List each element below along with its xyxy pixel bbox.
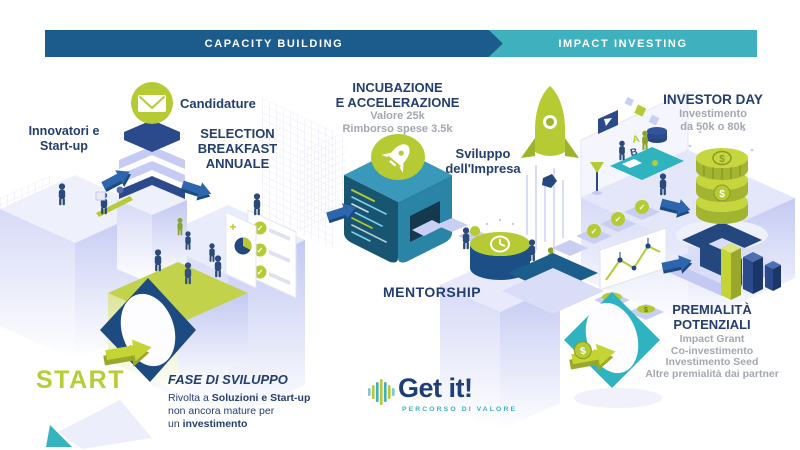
clock-icon [490, 235, 510, 253]
svg-text:B: B [629, 147, 638, 159]
incubation-machine [344, 134, 452, 263]
getit-logo: Get it! [368, 374, 473, 406]
milestone-tiles: ✓ ✓ ✓ [552, 200, 660, 256]
mentorship-label: MENTORSHIP [383, 284, 482, 300]
svg-text:$: $ [644, 307, 648, 314]
premialita-flag: $ [564, 292, 662, 408]
svg-text:$: $ [579, 346, 587, 358]
incubazione-title: INCUBAZIONE E ACCELERAZIONE [335, 80, 460, 110]
svg-text:+: + [229, 220, 236, 234]
svg-text:✓: ✓ [257, 224, 264, 233]
svg-text:$: $ [719, 189, 725, 200]
impact-investing-label: IMPACT INVESTING [558, 37, 688, 50]
svg-text:✓: ✓ [639, 203, 646, 212]
fase-line3-prefix: un [168, 418, 183, 430]
svg-text:✓: ✓ [257, 268, 264, 277]
start-label: START [36, 366, 125, 394]
fase-line2: non ancora mature per [168, 405, 275, 417]
logo-wordmark: Get it! [398, 373, 473, 403]
fase-sviluppo-paragraph: Rivolta a Soluzioni e Start-up non ancor… [168, 392, 328, 431]
logo-tagline: PERCORSO DI VALORE [402, 406, 518, 413]
start-flag [46, 278, 196, 449]
rocket-launch [502, 86, 604, 314]
innovators-label: Innovatori e Start-up [28, 124, 100, 153]
envelope-icon [131, 82, 173, 124]
sviluppo-impresa-label: Sviluppo dell'Impresa [445, 146, 521, 176]
bar-chart-icon [700, 240, 781, 300]
logo-soundwave-icon [368, 379, 395, 405]
innovators-figures [58, 183, 133, 217]
svg-text:✓: ✓ [615, 215, 622, 224]
selection-breakfast-label: SELECTION BREAKFAST ANNUALE [197, 126, 278, 171]
svg-text:A: A [631, 134, 640, 146]
banner-capacity-building: CAPACITY BUILDING [45, 30, 503, 57]
fase-line3-bold: investimento [182, 418, 248, 430]
fase-sviluppo-title: FASE DI SVILUPPO [168, 372, 288, 387]
svg-text:$: $ [719, 154, 725, 165]
premialita-title: PREMIALITÀ POTENZIALI [672, 302, 752, 332]
banner-impact-investing: IMPACT INVESTING [489, 30, 757, 57]
fase-line1-prefix: Rivolta a [168, 392, 212, 404]
incubazione-subtitle: Valore 25k Rimborso spese 3.5k [342, 110, 453, 135]
svg-text:✓: ✓ [257, 246, 264, 255]
candidature-tower [117, 120, 187, 284]
rocket-icon [381, 144, 410, 173]
svg-text:✓: ✓ [591, 227, 598, 236]
investor-day-subtitle: Investimento da 50k o 80k [679, 108, 747, 133]
candidature-label: Candidature [180, 96, 256, 111]
capacity-building-label: CAPACITY BUILDING [204, 37, 344, 50]
investor-day-title: INVESTOR DAY [663, 92, 763, 107]
selection-breakfast-scene: ✓ ✓ ✓ [177, 193, 297, 299]
fase-line1-bold: Soluzioni e Start-up [211, 392, 311, 404]
premialita-subtitle: Impact Grant Co-investimento Investiment… [645, 333, 779, 380]
